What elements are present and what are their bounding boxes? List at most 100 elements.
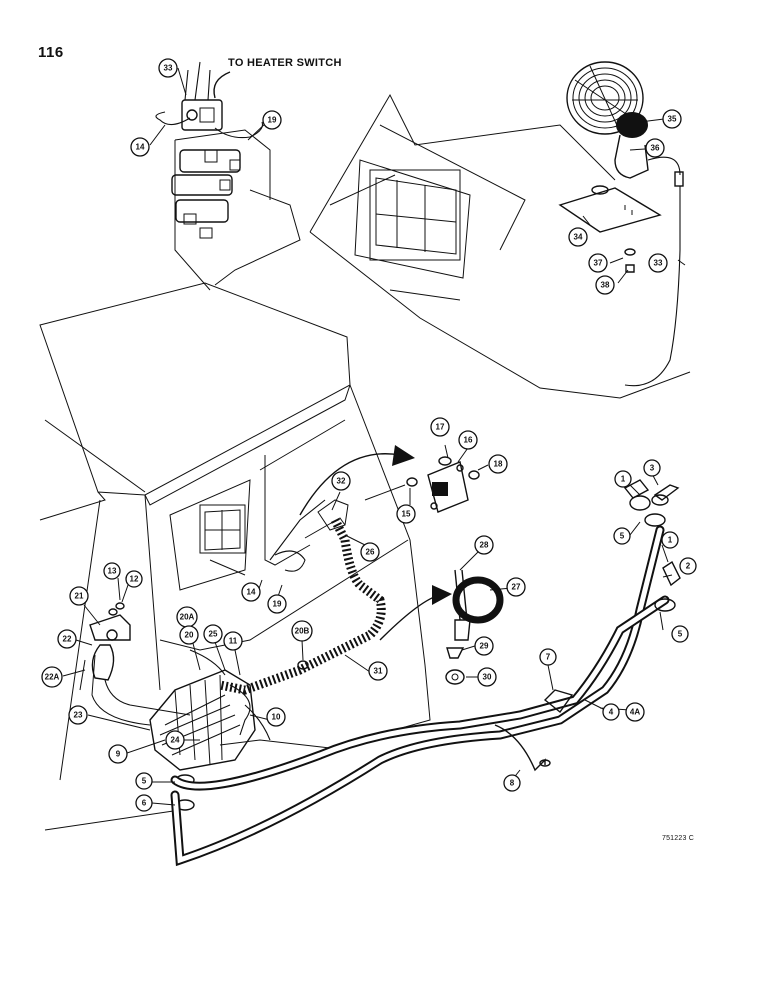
callout-label: 15	[402, 510, 411, 519]
callout-7: 7	[539, 648, 557, 666]
machine-body	[39, 282, 431, 831]
heater-hoses	[170, 525, 670, 867]
switch-panel-inset	[155, 61, 301, 291]
callout-label: 12	[130, 575, 139, 584]
switch-bank	[171, 149, 241, 239]
arrow-to-heater-switch	[213, 71, 231, 99]
inner-dash-panel	[169, 479, 251, 591]
callout-label: 16	[464, 436, 473, 445]
callout-label: 8	[510, 779, 515, 788]
callout-33: 33	[648, 253, 668, 273]
callout-label: 32	[337, 477, 346, 486]
hose-support-bracket	[494, 689, 574, 772]
callout-label: 29	[480, 642, 489, 651]
callout-label: 38	[601, 281, 610, 290]
callout-4A: 4A	[625, 702, 645, 722]
heater-switch-annotation: TO HEATER SWITCH	[228, 57, 342, 69]
page-number: 116	[38, 44, 64, 61]
callout-label: 13	[108, 567, 117, 576]
fan-mounting-plate	[558, 187, 662, 233]
callout-label: 22A	[45, 673, 60, 682]
callout-17: 17	[430, 417, 450, 437]
callout-8: 8	[503, 774, 521, 792]
callout-35: 35	[662, 109, 682, 129]
callout-label: 27	[512, 583, 521, 592]
callout-label: 6	[142, 799, 147, 808]
leader-lines	[62, 67, 686, 806]
callout-label: 14	[136, 143, 145, 152]
callout-21: 21	[69, 586, 89, 606]
hose-fittings	[623, 479, 681, 612]
callout-15: 15	[396, 504, 416, 524]
hose-clamp-detail	[445, 569, 504, 685]
breaker-detail	[181, 99, 223, 131]
callout-label: 20	[185, 631, 194, 640]
callout-label: 35	[668, 115, 677, 124]
callout-19: 19	[262, 110, 282, 130]
callout-1: 1	[661, 531, 679, 549]
callout-19: 19	[267, 594, 287, 614]
callout-16: 16	[458, 430, 478, 450]
callout-label: 5	[678, 630, 683, 639]
defroster-fan	[558, 61, 684, 387]
callout-5: 5	[613, 527, 631, 545]
callout-38: 38	[595, 275, 615, 295]
callout-27: 27	[506, 577, 526, 597]
callout-31: 31	[368, 661, 388, 681]
callout-28: 28	[474, 535, 494, 555]
callout-label: 7	[546, 653, 551, 662]
callout-label: 9	[116, 750, 121, 759]
callout-label: 26	[366, 548, 375, 557]
callout-34: 34	[568, 227, 588, 247]
callout-label: 30	[483, 673, 492, 682]
callout-label: 2	[686, 562, 691, 571]
circuit-breaker-detail	[406, 456, 480, 513]
callout-1: 1	[614, 470, 632, 488]
callout-label: 3	[650, 464, 655, 473]
callout-30: 30	[477, 667, 497, 687]
callout-label: 19	[273, 600, 282, 609]
callout-3: 3	[643, 459, 661, 477]
callout-11: 11	[223, 631, 243, 651]
callout-36: 36	[645, 138, 665, 158]
callout-13: 13	[103, 562, 121, 580]
callout-6: 6	[135, 794, 153, 812]
callout-10: 10	[266, 707, 286, 727]
callout-label: 34	[574, 233, 583, 242]
callout-label: 4A	[630, 708, 640, 717]
callout-label: 33	[164, 64, 173, 73]
callout-label: 1	[621, 475, 626, 484]
dash-assembly	[309, 93, 691, 399]
callout-5: 5	[671, 625, 689, 643]
callout-22: 22	[57, 629, 77, 649]
heater-core	[149, 669, 256, 771]
callout-29: 29	[474, 636, 494, 656]
callout-23: 23	[68, 705, 88, 725]
callout-label: 19	[268, 116, 277, 125]
callout-33: 33	[158, 58, 178, 78]
callout-26: 26	[360, 542, 380, 562]
callout-25: 25	[203, 624, 223, 644]
callout-label: 28	[480, 541, 489, 550]
callout-label: 4	[609, 708, 614, 717]
callout-32: 32	[331, 471, 351, 491]
callout-22A: 22A	[41, 666, 63, 688]
callout-label: 10	[272, 713, 281, 722]
callout-label: 33	[654, 259, 663, 268]
callout-label: 1	[668, 536, 673, 545]
callout-label: 14	[247, 588, 256, 597]
callout-label: 17	[436, 423, 445, 432]
callout-14: 14	[241, 582, 261, 602]
callout-2: 2	[679, 557, 697, 575]
callout-4: 4	[602, 703, 620, 721]
callout-37: 37	[588, 253, 608, 273]
callout-20A: 20A	[176, 606, 198, 628]
callout-label: 31	[374, 667, 383, 676]
callout-label: 21	[75, 592, 84, 601]
callout-bubbles: 33 14 19 35 36 34 37 38 33 17 16 18 15 3…	[41, 58, 697, 812]
callout-label: 36	[651, 144, 660, 153]
drawing-code: 751223 C	[662, 835, 694, 842]
callout-label: 25	[209, 630, 218, 639]
callout-label: 5	[620, 532, 625, 541]
